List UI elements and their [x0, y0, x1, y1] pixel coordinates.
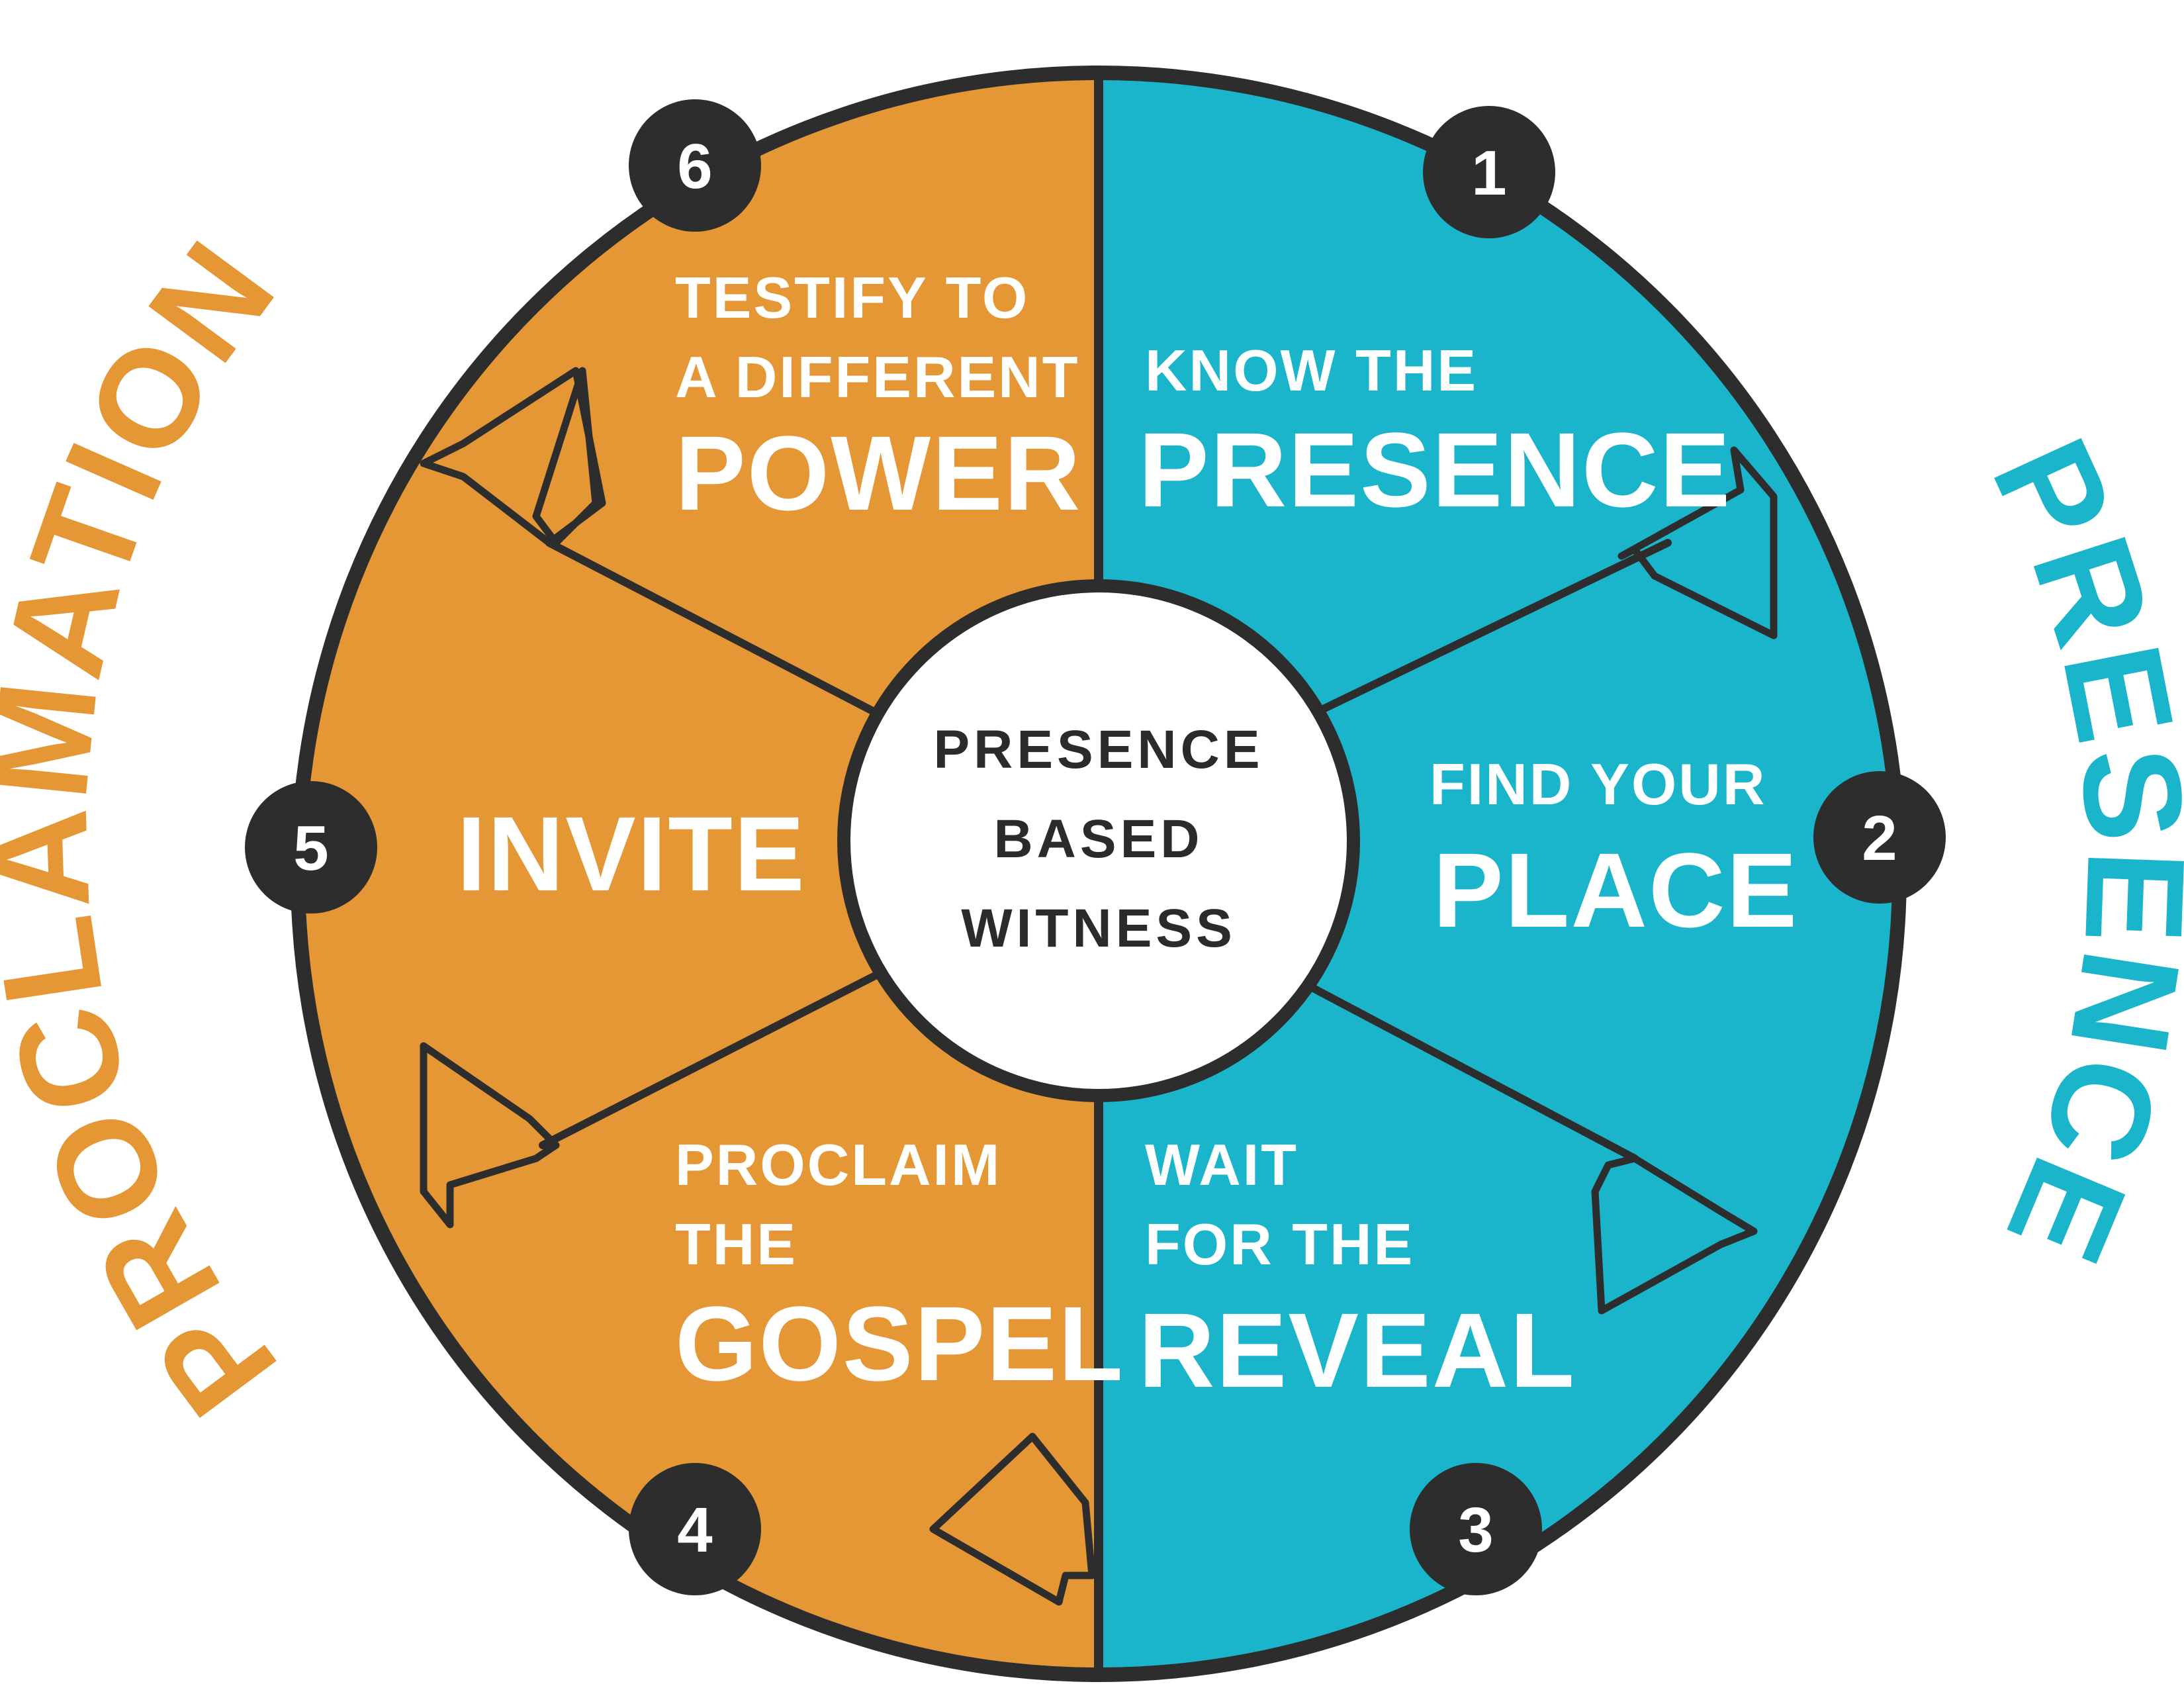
badge-5: 5	[245, 781, 377, 914]
arrow-6-top	[420, 367, 606, 547]
step-1-line1: KNOW THE	[1145, 338, 1478, 403]
spoke-3	[545, 539, 884, 719]
step-2-big: PLACE	[1433, 831, 1798, 949]
arrow-2-3	[1591, 1154, 1758, 1315]
badge-2-number: 2	[1862, 803, 1897, 874]
badge-6-circle	[629, 99, 761, 232]
step-2-line1: FIND YOUR	[1430, 751, 1766, 817]
step-6-label: TESTIFY TO A DIFFERENT POWER	[675, 265, 1081, 532]
step-3-line2: FOR THE	[1145, 1211, 1414, 1277]
spoke-1	[1293, 539, 1672, 726]
arrow-4-5	[420, 1042, 560, 1229]
step-1-label: KNOW THE PRESENCE	[1138, 338, 1731, 529]
center-line-3: WITNESS	[961, 898, 1236, 959]
badge-5-number: 5	[293, 813, 328, 884]
badge-2-circle	[1813, 771, 1946, 904]
badge-3: 3	[1410, 1463, 1542, 1595]
badge-6: 6	[629, 99, 761, 232]
step-4-line2: THE	[675, 1211, 797, 1277]
step-1-big: PRESENCE	[1138, 410, 1731, 529]
arrow-3-4	[929, 1432, 1096, 1606]
presence-half	[1099, 73, 1899, 1675]
badge-3-circle	[1410, 1463, 1542, 1595]
step-2-label: FIND YOUR PLACE	[1430, 751, 1798, 949]
badge-4: 4	[629, 1463, 761, 1595]
arrows	[420, 367, 1778, 1606]
center-label: PRESENCE BASED WITNESS	[933, 720, 1263, 959]
step-4-big: GOSPEL	[675, 1284, 1124, 1403]
step-3-line1: WAIT	[1145, 1132, 1298, 1197]
step-4-label: PROCLAIM THE GOSPEL	[675, 1132, 1124, 1403]
presence-side-label: PRESENCE	[1963, 417, 2184, 1287]
step-6-big: POWER	[675, 414, 1081, 532]
center-line-1: PRESENCE	[933, 720, 1263, 780]
step-4-line1: PROCLAIM	[675, 1132, 1001, 1197]
spoke-2	[1293, 976, 1639, 1162]
spoke-4	[539, 969, 884, 1149]
badge-3-number: 3	[1458, 1495, 1493, 1566]
spokes	[539, 539, 1672, 1162]
step-6-line2: A DIFFERENT	[675, 344, 1080, 410]
step-3-big: REVEAL	[1138, 1291, 1576, 1409]
step-5-label: INVITE	[457, 794, 806, 913]
badge-1-circle	[1423, 106, 1555, 238]
arrow-1-2	[1617, 446, 1778, 639]
badge-5-circle	[245, 781, 377, 914]
step-6-line1: TESTIFY TO	[675, 265, 1029, 330]
center-line-2: BASED	[993, 809, 1203, 869]
badge-4-circle	[629, 1463, 761, 1595]
badge-1: 1	[1423, 106, 1555, 238]
proclamation-half	[298, 73, 1099, 1675]
badge-2: 2	[1813, 771, 1946, 904]
badge-1-number: 1	[1471, 138, 1506, 209]
badge-4-number: 4	[677, 1495, 712, 1566]
badge-6-number: 6	[677, 131, 712, 202]
presence-side-label-path: PRESENCE	[1963, 417, 2184, 1287]
step-3-label: WAIT FOR THE REVEAL	[1138, 1132, 1576, 1409]
step-5-big: INVITE	[457, 794, 806, 913]
center-circle	[837, 579, 1360, 1102]
